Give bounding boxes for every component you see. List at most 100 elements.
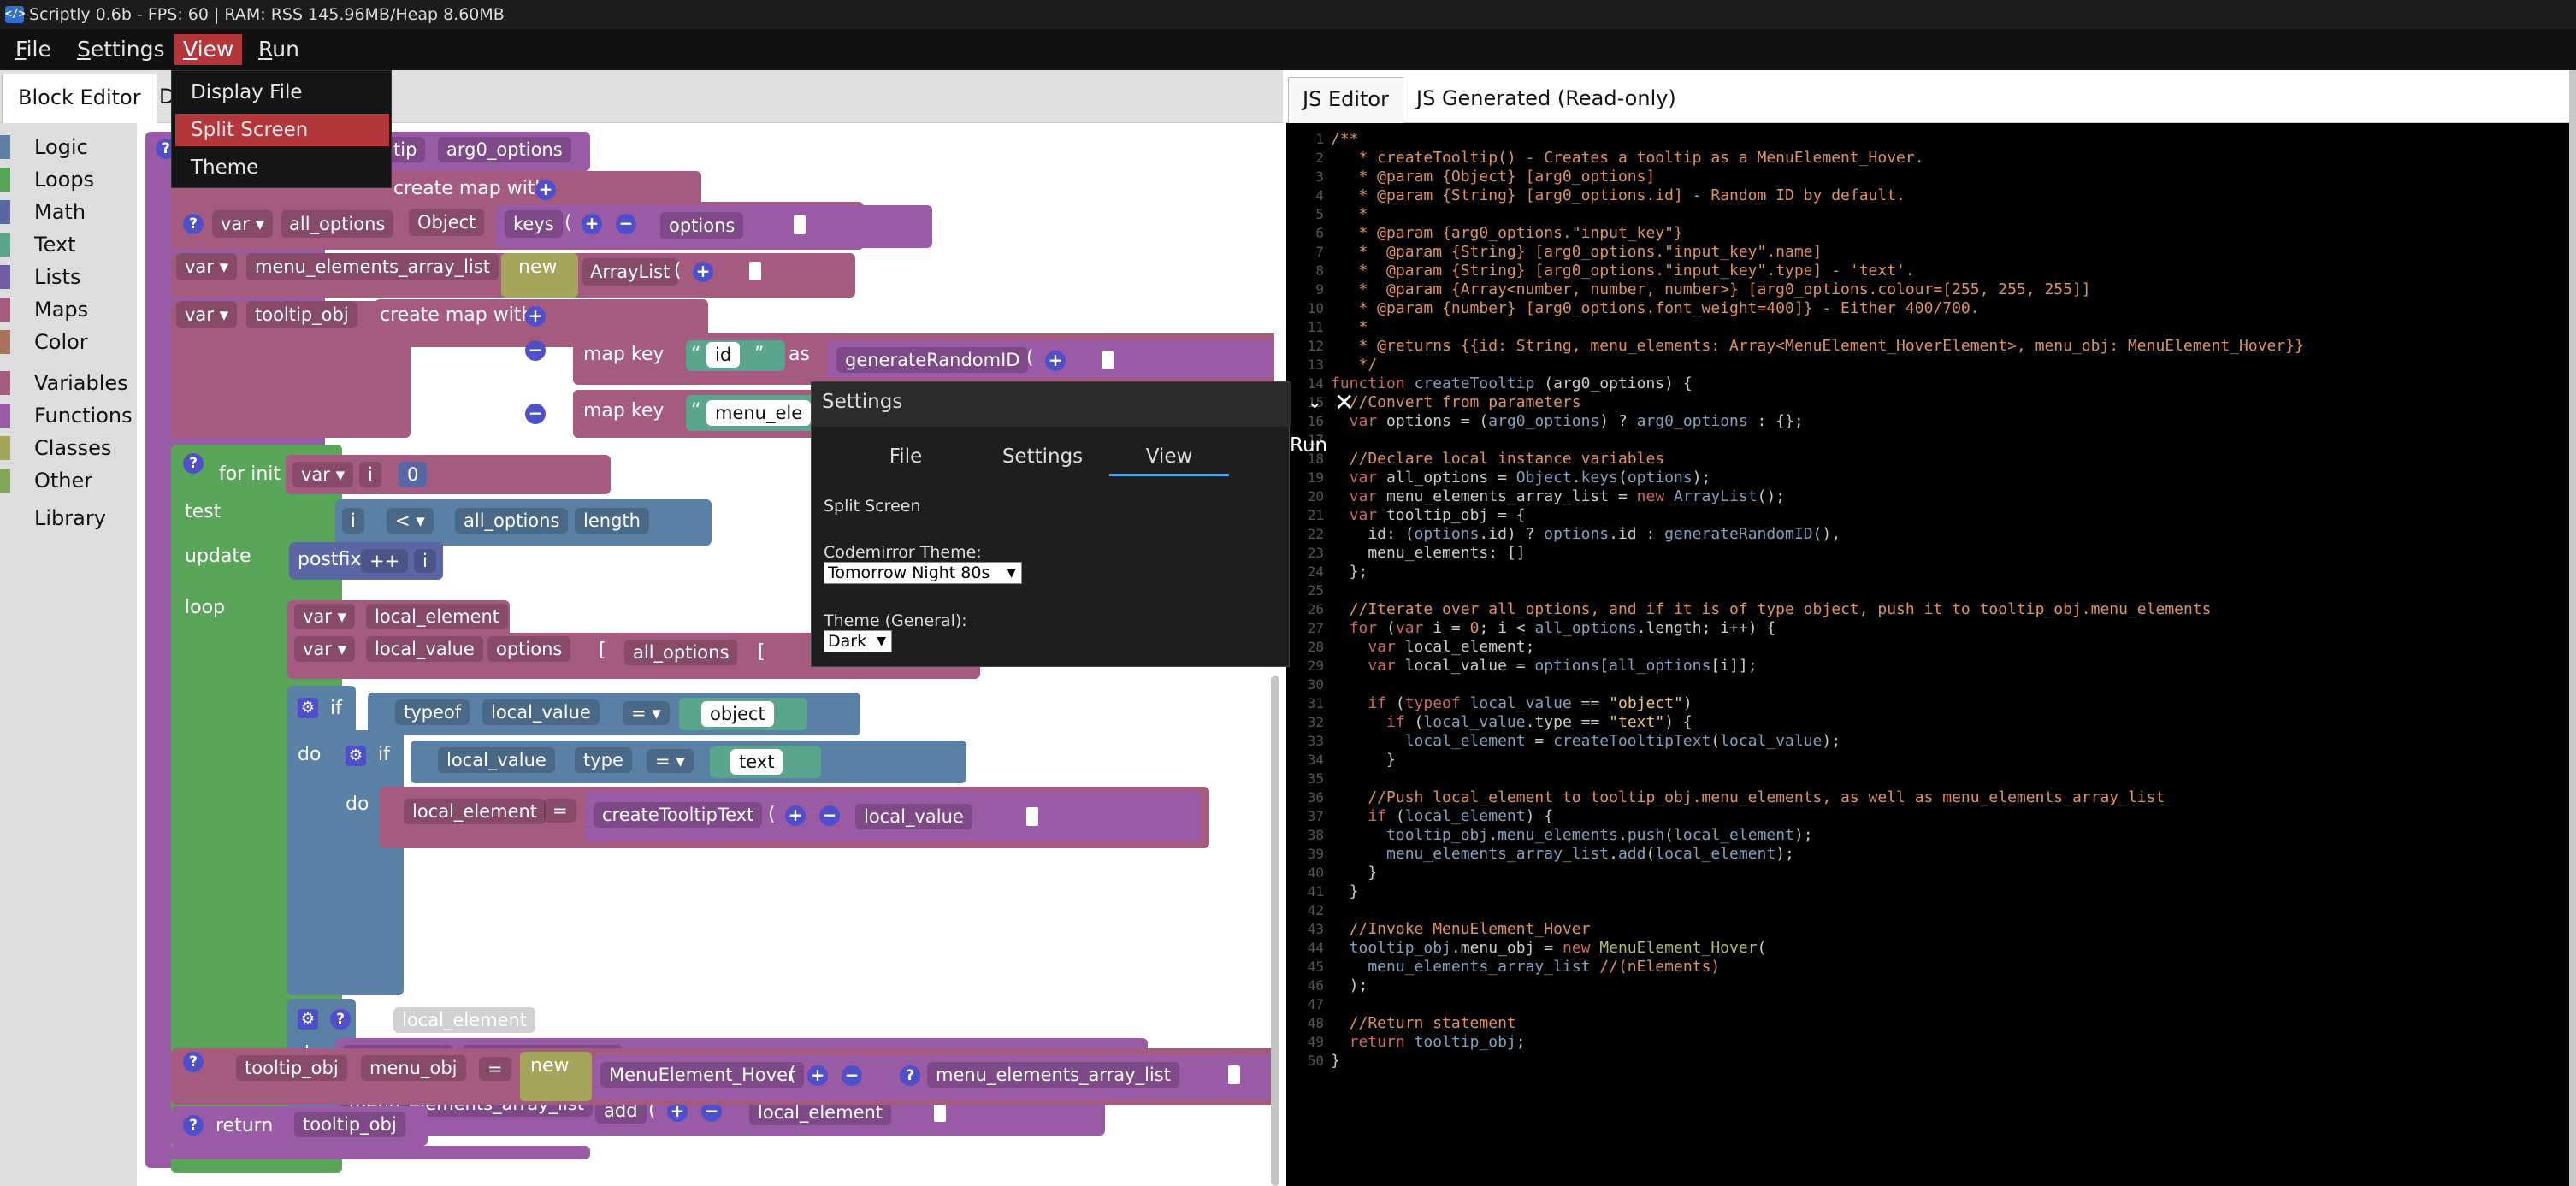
help-icon[interactable]: ? (183, 1115, 204, 1136)
var-dropdown[interactable]: var ▾ (176, 301, 238, 328)
add-arg-icon[interactable]: + (785, 805, 806, 826)
gear-icon[interactable]: ⚙ (298, 698, 318, 718)
remove-arg-icon[interactable]: − (842, 1065, 862, 1086)
code-line[interactable]: * (1331, 318, 1368, 337)
toolbox-color[interactable]: Color (0, 327, 137, 357)
code-line[interactable]: return tooltip_obj; (1331, 1033, 1526, 1052)
code-line[interactable]: * @param {String} [arg0_options.id] - Ra… (1331, 186, 1905, 205)
class-field[interactable]: MenuElement_Hover (600, 1062, 804, 1088)
help-icon[interactable]: ? (330, 1009, 351, 1030)
var-field[interactable]: tooltip_obj (294, 1112, 405, 1137)
toolbox-library[interactable]: Library (0, 503, 137, 534)
var-name-field[interactable]: local_value (366, 636, 483, 662)
class-field[interactable]: ArrayList (582, 258, 679, 286)
add-mutator-icon[interactable]: + (535, 180, 556, 200)
var-name-field[interactable]: local_element (366, 604, 509, 629)
init-var-block[interactable] (286, 455, 611, 494)
toolbox-variables[interactable]: Variables (0, 368, 137, 398)
menu-item-theme[interactable]: Theme (191, 156, 259, 179)
code-line[interactable]: tooltip_obj.menu_elements.push(local_ele… (1331, 826, 1813, 845)
toolbox-text[interactable]: Text (0, 229, 137, 260)
code-line[interactable]: if (typeof local_value == "object") (1331, 694, 1692, 713)
menu-item-split-screen[interactable]: Split Screen (175, 114, 389, 146)
toolbox-maps[interactable]: Maps (0, 294, 137, 325)
compare-block[interactable] (411, 741, 966, 783)
code-line[interactable]: */ (1331, 356, 1378, 375)
new-block[interactable] (501, 253, 578, 298)
toolbox-math[interactable]: Math (0, 197, 137, 227)
menu-settings[interactable]: Settings (77, 37, 165, 62)
code-line[interactable]: }; (1331, 563, 1368, 581)
operator-dropdown[interactable]: < ▾ (387, 508, 434, 534)
remove-arg-icon[interactable]: − (819, 805, 840, 826)
code-line[interactable]: //Return statement (1331, 1014, 1516, 1033)
code-line[interactable]: var menu_elements_array_list = new Array… (1331, 487, 1785, 506)
var-field[interactable]: local_element (393, 1007, 536, 1033)
assign-operator[interactable]: = (544, 799, 576, 823)
function-name-field[interactable]: createTooltipText (594, 802, 763, 828)
add-mutator-icon[interactable]: + (525, 306, 546, 327)
help-icon[interactable]: ? (183, 1052, 204, 1072)
assign-operator[interactable]: = (479, 1057, 511, 1081)
code-line[interactable]: menu_elements_array_list.add(local_eleme… (1331, 845, 1794, 864)
tab-second[interactable]: D (159, 85, 175, 109)
var-field[interactable]: local_value (855, 804, 972, 829)
tab-js-generated[interactable]: JS Generated (Read-only) (1416, 86, 1676, 110)
code-line[interactable]: var local_value = options[all_options[i]… (1331, 657, 1757, 676)
chevron-down-icon[interactable]: ⌄ (1307, 392, 1323, 413)
operator-dropdown[interactable]: = ▾ (647, 749, 694, 773)
code-line[interactable]: local_element = createTooltipText(local_… (1331, 732, 1840, 751)
code-line[interactable]: * createTooltip() - Creates a tooltip as… (1331, 149, 1924, 168)
var-dropdown[interactable]: var ▾ (292, 462, 354, 487)
var-field[interactable]: local_value (438, 747, 555, 773)
arg-field[interactable]: arg0_options (438, 137, 571, 162)
var-dropdown[interactable]: var ▾ (294, 604, 356, 629)
code-line[interactable]: } (1331, 882, 1359, 901)
code-line[interactable]: } (1331, 751, 1396, 770)
code-line[interactable]: var local_element; (1331, 638, 1534, 657)
settings-header[interactable] (812, 382, 1291, 427)
code-line[interactable]: function createTooltip (arg0_options) { (1331, 375, 1693, 393)
options-field[interactable]: options (660, 212, 744, 239)
toolbox-other[interactable]: Other (0, 465, 137, 496)
help-icon[interactable]: ? (183, 453, 204, 474)
code-line[interactable]: } (1331, 864, 1377, 882)
code-line[interactable]: //Declare local instance variables (1331, 450, 1664, 469)
tab-settings[interactable]: Settings (1001, 445, 1084, 468)
var-field[interactable]: i (342, 508, 364, 534)
text-field[interactable]: menu_ele (706, 400, 812, 426)
theme-general-select[interactable]: Dark▼ (824, 630, 892, 652)
toolbox-functions[interactable]: Functions (0, 400, 137, 431)
var-field[interactable]: local_value (482, 699, 600, 725)
code-line[interactable]: * (1331, 205, 1368, 224)
gear-icon[interactable]: ⚙ (298, 1009, 318, 1030)
menu-item-display-file-explorer[interactable]: Display File Explorer (191, 81, 303, 136)
tab-block-editor[interactable]: Block Editor (2, 74, 157, 123)
number-field[interactable]: 0 (399, 462, 428, 487)
menu-view[interactable]: View (174, 34, 243, 65)
code-line[interactable]: * @param {number} [arg0_options.font_wei… (1331, 299, 1980, 318)
code-line[interactable]: var tooltip_obj = { (1331, 506, 1526, 525)
property-field[interactable]: length (575, 508, 649, 534)
var-field[interactable]: all_options (624, 640, 738, 665)
workspace-scrollbar[interactable] (1271, 676, 1279, 1186)
tab-file[interactable]: File (889, 445, 923, 468)
add-arg-icon[interactable]: + (1045, 351, 1066, 371)
constructor-call-block[interactable] (594, 1055, 1274, 1100)
function-name-field[interactable]: generateRandomID (836, 347, 1029, 373)
run-label[interactable]: Run (1290, 434, 1328, 457)
code-line[interactable]: if (local_element) { (1331, 807, 1553, 826)
close-icon[interactable]: ✕ (1334, 388, 1355, 416)
code-line[interactable]: if (local_value.type == "text") { (1331, 713, 1693, 732)
operator-field[interactable]: ++ (361, 549, 409, 573)
var-tooltip-obj-block[interactable] (171, 301, 411, 438)
var-name-field[interactable]: i (359, 462, 381, 487)
remove-mutator-icon[interactable]: − (525, 340, 546, 361)
code-line[interactable]: /** (1331, 130, 1359, 149)
code-line[interactable]: //Invoke MenuElement_Hover (1331, 920, 1591, 939)
property-field[interactable]: type (575, 747, 632, 773)
var-name-field[interactable]: menu_elements_array_list (246, 253, 499, 280)
var-dropdown[interactable]: var ▾ (176, 253, 238, 280)
remove-mutator-icon[interactable]: − (525, 404, 546, 424)
code-line[interactable]: var all_options = Object.keys(options); (1331, 469, 1711, 487)
